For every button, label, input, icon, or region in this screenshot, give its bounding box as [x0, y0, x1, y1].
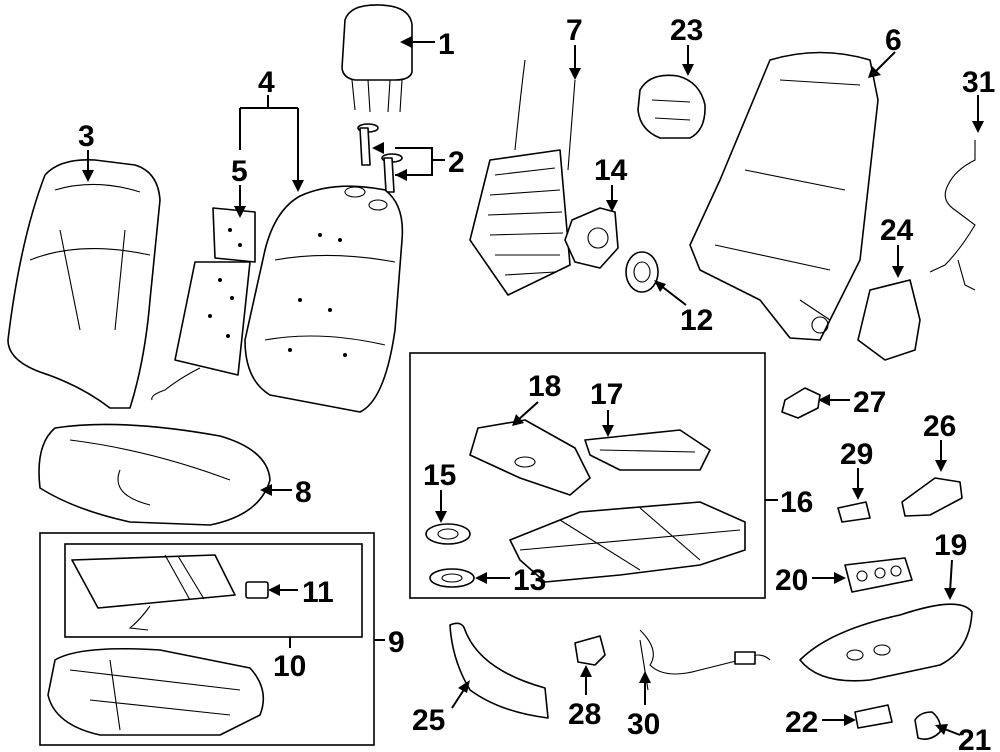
seat-cushion-cover-part[interactable] — [38, 423, 271, 526]
power-seat-switch-part[interactable] — [844, 557, 913, 593]
leader-lines — [82, 36, 984, 736]
seat-back-spring-part[interactable] — [469, 59, 576, 296]
slide-knob-part[interactable] — [854, 704, 893, 729]
headrest-part[interactable] — [341, 4, 413, 113]
slide-motor-part[interactable] — [429, 568, 475, 588]
trim-clip-part[interactable] — [574, 635, 606, 666]
callout-2: 2 — [448, 146, 465, 179]
callout-13: 13 — [513, 564, 546, 597]
callout-10: 10 — [273, 650, 306, 683]
back-wire-harness-part[interactable] — [929, 140, 976, 291]
cushion-side-trim-part[interactable] — [449, 622, 549, 719]
headrest-guide-part[interactable] — [357, 123, 403, 193]
callout-22: 22 — [785, 706, 818, 739]
callout-9: 9 — [388, 626, 405, 659]
callout-20: 20 — [775, 564, 808, 597]
callout-15: 15 — [423, 459, 456, 492]
callout-numbers: 1 2 3 4 5 6 7 8 9 10 11 12 13 14 15 16 1… — [78, 14, 995, 752]
seat-cushion-frame-part[interactable] — [47, 647, 265, 736]
callout-29: 29 — [840, 438, 873, 471]
callout-21: 21 — [958, 724, 991, 752]
callout-25: 25 — [412, 704, 445, 737]
occupant-sensor-part[interactable] — [245, 581, 269, 599]
callout-4: 4 — [258, 66, 275, 99]
recliner-assembly-part[interactable] — [564, 207, 619, 269]
callout-28: 28 — [568, 698, 601, 731]
switch-bracket-part[interactable] — [901, 477, 963, 517]
callout-16: 16 — [780, 486, 813, 519]
side-shield-part[interactable] — [799, 603, 973, 682]
callout-26: 26 — [923, 410, 956, 443]
callout-14: 14 — [594, 154, 628, 187]
callout-18: 18 — [528, 370, 561, 403]
callout-8: 8 — [295, 476, 312, 509]
inner-track-cover-part[interactable] — [469, 419, 591, 496]
callout-17: 17 — [590, 378, 623, 411]
seat-back-frame-part[interactable] — [689, 51, 879, 341]
callout-24: 24 — [880, 214, 914, 247]
callout-5: 5 — [231, 155, 248, 188]
seat-back-pad-part[interactable] — [244, 185, 404, 413]
callout-27: 27 — [853, 386, 886, 419]
callout-11: 11 — [302, 576, 334, 609]
callout-7: 7 — [566, 14, 583, 47]
callout-12: 12 — [680, 304, 713, 337]
seat-track-spring-part[interactable] — [584, 429, 711, 471]
lumbar-switch-part[interactable] — [781, 387, 821, 419]
callout-31: 31 — [962, 66, 995, 99]
seat-track-group-box — [409, 352, 766, 599]
seat-track-frame-part[interactable] — [509, 501, 746, 583]
callout-30: 30 — [627, 708, 660, 741]
callout-1: 1 — [438, 28, 455, 61]
recliner-motor-part[interactable] — [637, 74, 706, 139]
cushion-wire-harness-part[interactable] — [639, 629, 771, 691]
lumbar-plate-part[interactable] — [151, 207, 256, 401]
lifter-motor-part[interactable] — [425, 523, 471, 545]
callout-3: 3 — [78, 120, 95, 153]
seat-back-cover-part[interactable] — [7, 158, 161, 409]
callout-23: 23 — [670, 14, 703, 47]
callout-6: 6 — [885, 24, 902, 57]
knob-part[interactable] — [837, 501, 871, 523]
lower-bracket-part[interactable] — [857, 279, 921, 361]
recliner-cover-part[interactable] — [625, 251, 659, 293]
cushion-heater-pad-part[interactable] — [71, 554, 236, 631]
cushion-pad-subgroup-box — [64, 543, 363, 638]
callout-19: 19 — [934, 529, 967, 562]
recline-knob-part[interactable] — [914, 711, 942, 740]
